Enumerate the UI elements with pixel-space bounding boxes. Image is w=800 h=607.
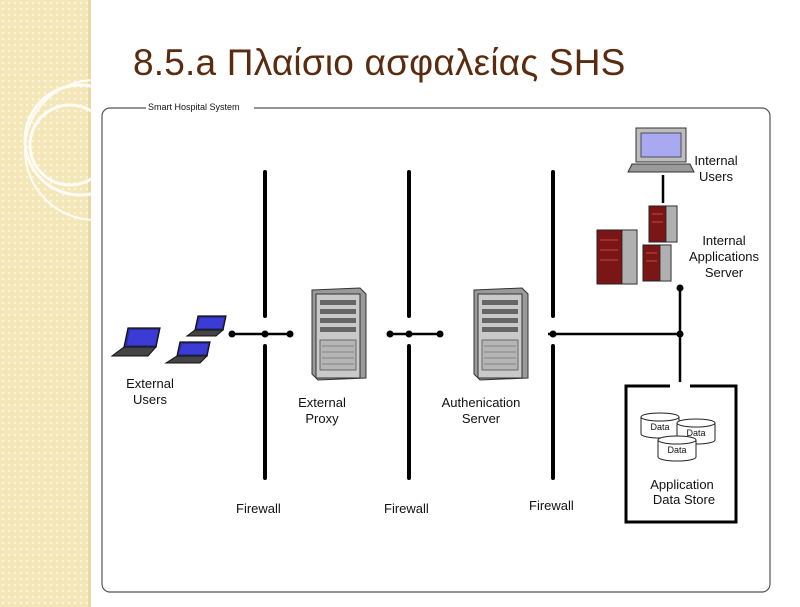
firewall-1-label: Firewall (236, 501, 281, 516)
laptop-icon (164, 341, 211, 364)
system-label-bg (146, 101, 254, 113)
data-store-box-gap (670, 382, 690, 390)
data-label-2: Data (686, 428, 705, 438)
desktop-computer-icon (627, 127, 695, 173)
laptop-icon (185, 315, 227, 337)
network-connections (232, 175, 682, 388)
database-cylinder-icon (640, 412, 680, 439)
server-tower-icon (473, 287, 529, 381)
external-users-label-line2: Users (133, 392, 167, 407)
internal-app-server-label-line1: Internal (702, 233, 745, 248)
red-server-icon (642, 244, 672, 282)
data-label-1: Data (650, 422, 669, 432)
data-store-label-line2: Data Store (653, 492, 715, 507)
internal-users-label-line2: Users (699, 169, 733, 184)
external-proxy-label-line1: External (298, 395, 346, 410)
system-label: Smart Hospital System (148, 102, 240, 112)
firewall-3-label: Firewall (529, 498, 574, 513)
red-server-icon (596, 229, 638, 285)
data-label-3: Data (667, 445, 686, 455)
data-store-label-line1: Application (650, 477, 714, 492)
internal-app-server-label-line3: Server (705, 265, 744, 280)
database-cylinder-icon (657, 435, 697, 462)
external-users-label-line1: External (126, 376, 174, 391)
auth-server-label-line2: Server (462, 411, 501, 426)
side-band-edge (88, 0, 91, 607)
firewall-2-label: Firewall (384, 501, 429, 516)
red-server-icon (648, 205, 678, 243)
external-proxy-label-line2: Proxy (305, 411, 339, 426)
internal-users-label-line1: Internal (694, 153, 737, 168)
system-frame (101, 107, 771, 593)
slide-title: 8.5.a Πλαίσιο ασφαλείας SHS (133, 42, 626, 83)
auth-server-label-line1: Authenication (442, 395, 521, 410)
laptop-icon (110, 327, 161, 357)
internal-app-server-label-line2: Applications (689, 249, 760, 264)
server-tower-icon (311, 287, 367, 381)
